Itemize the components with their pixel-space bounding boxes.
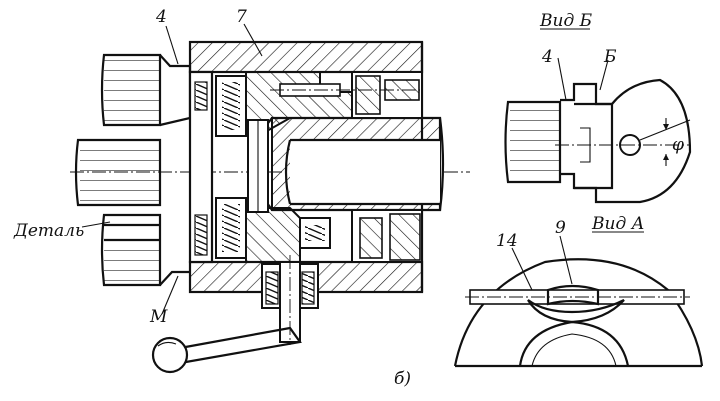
label-part-4: 4 <box>155 7 167 27</box>
main-section-view <box>70 23 470 374</box>
label-part-7: 7 <box>236 7 247 27</box>
spring-upper <box>215 75 247 137</box>
figure-letter: б) <box>394 369 411 389</box>
sleeve-lower <box>245 207 331 263</box>
right-block <box>270 71 423 263</box>
view-b-title: Вид Б <box>539 11 593 31</box>
bottom-plunger <box>261 255 319 345</box>
view-b-label-4: 4 <box>541 47 553 67</box>
threaded-workpiece-middle <box>70 138 470 207</box>
spindle-shaft <box>247 116 445 213</box>
view-a <box>453 231 704 368</box>
threaded-workpiece-top <box>100 53 192 127</box>
leader-lines <box>81 23 263 315</box>
label-part-m: М <box>149 307 168 327</box>
view-b <box>504 28 692 204</box>
view-a-label-9: 9 <box>555 218 566 238</box>
handle-lever <box>151 326 302 374</box>
view-b-label-phi: φ <box>672 135 684 155</box>
view-a-label-14: 14 <box>496 231 518 251</box>
label-detail: Деталь <box>13 221 84 241</box>
threaded-workpiece-bottom <box>100 213 190 287</box>
labels: 4 7 Деталь М Вид Б 4 Б φ Вид А 14 9 б) <box>13 7 684 389</box>
view-a-title: Вид А <box>591 214 645 234</box>
spring-lower <box>215 197 247 259</box>
view-b-label-b: Б <box>603 47 617 67</box>
